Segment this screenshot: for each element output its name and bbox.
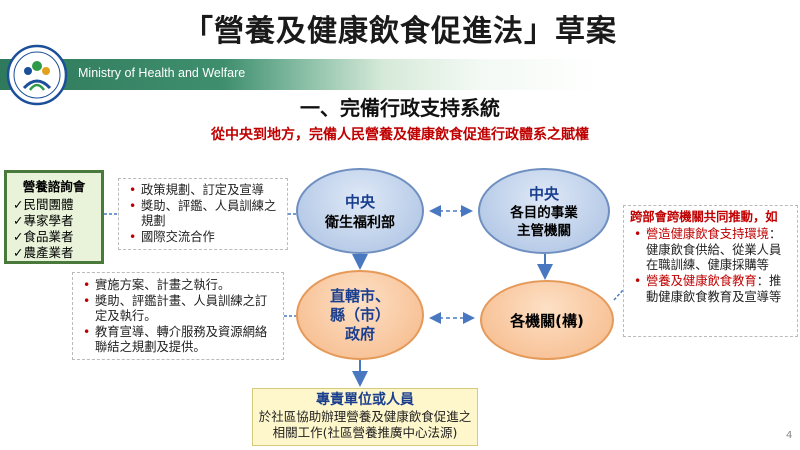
node-other-level: 中央 bbox=[528, 184, 559, 203]
advisory-item: ✓民間團體 bbox=[13, 197, 74, 212]
node-local-line-2: 縣（市） bbox=[329, 305, 390, 324]
central-policy-box: 政策規劃、訂定及宣導 獎助、評鑑、人員訓練之規劃 國際交流合作 bbox=[118, 178, 288, 250]
unit-title: 專責單位或人員 bbox=[316, 392, 414, 408]
cross-item-body: ：推動健康飲食教育及宣導等 bbox=[646, 274, 782, 304]
advisory-item: ✓農產業者 bbox=[13, 245, 74, 260]
page-number: 4 bbox=[786, 430, 793, 441]
ministry-name: Ministry of Health and Welfare bbox=[78, 66, 246, 80]
agency-cross-connector bbox=[613, 289, 624, 301]
section-subtitle: 從中央到地方，完備人民營養及健康飲食促進行政體系之賦權 bbox=[211, 127, 589, 143]
page-title: 「營養及健康飲食促進法」草案 bbox=[183, 14, 617, 49]
ministry-logo-icon bbox=[6, 44, 68, 106]
cross-item-head: 營造健康飲食支持環境 bbox=[646, 226, 769, 241]
policy-item: 獎助、評鑑、人員訓練之規劃 bbox=[129, 199, 281, 230]
node-agencies-label: 各機關(構) bbox=[510, 311, 584, 330]
node-moh: 中央 衛生福利部 bbox=[296, 168, 424, 254]
advisory-title: 營養諮詢會 bbox=[22, 179, 86, 194]
cross-item: 營造健康飲食支持環境：健康飲食供給、從業人員在職訓練、健康採購等 bbox=[634, 226, 791, 274]
local-tasks-box: 實施方案、計畫之執行。 獎助、評鑑計畫、人員訓練之訂定及執行。 教育宣導、轉介服… bbox=[72, 272, 284, 360]
node-other-name-1: 各目的事業 bbox=[510, 204, 578, 221]
node-local-government: 直轄市、 縣（市） 政府 bbox=[296, 270, 424, 360]
cross-ministry-box: 跨部會跨機關共同推動，如 營造健康飲食支持環境：健康飲食供給、從業人員在職訓練、… bbox=[623, 205, 798, 337]
local-task-item: 實施方案、計畫之執行。 bbox=[83, 278, 277, 294]
local-task-item: 教育宣導、轉介服務及資源網絡聯結之規劃及提供。 bbox=[83, 325, 277, 356]
cross-item-body: ：健康飲食供給、從業人員在職訓練、健康採購等 bbox=[646, 226, 782, 273]
node-moh-level: 中央 bbox=[344, 192, 375, 211]
local-task-item: 獎助、評鑑計畫、人員訓練之訂定及執行。 bbox=[83, 294, 277, 325]
node-moh-name: 衛生福利部 bbox=[325, 214, 395, 231]
cross-item: 營養及健康飲食教育：推動健康飲食教育及宣導等 bbox=[634, 274, 791, 306]
node-local-line-1: 直轄市、 bbox=[329, 286, 390, 305]
section-title: 一、完備行政支持系統 bbox=[300, 96, 500, 120]
cross-title: 跨部會跨機關共同推動，如 bbox=[630, 210, 778, 224]
dedicated-unit-box: 專責單位或人員 於社區協助辦理營養及健康飲食促進之相關工作(社區營養推廣中心法源… bbox=[252, 388, 478, 446]
cross-item-head: 營養及健康飲食教育 bbox=[646, 274, 757, 289]
policy-item: 政策規劃、訂定及宣導 bbox=[129, 183, 281, 199]
advisory-item: ✓專家學者 bbox=[13, 213, 74, 228]
node-agencies: 各機關(構) bbox=[480, 280, 614, 360]
node-local-line-3: 政府 bbox=[344, 324, 375, 343]
advisory-item: ✓食品業者 bbox=[13, 229, 74, 244]
ministry-banner bbox=[0, 59, 800, 90]
node-other-authorities: 中央 各目的事業 主管機關 bbox=[478, 168, 610, 254]
unit-body: 於社區協助辦理營養及健康飲食促進之相關工作(社區營養推廣中心法源) bbox=[258, 408, 472, 441]
advisory-council-box: 營養諮詢會 ✓民間團體 ✓專家學者 ✓食品業者 ✓農產業者 bbox=[4, 170, 104, 264]
node-other-name-2: 主管機關 bbox=[517, 222, 571, 239]
policy-item: 國際交流合作 bbox=[129, 230, 281, 246]
